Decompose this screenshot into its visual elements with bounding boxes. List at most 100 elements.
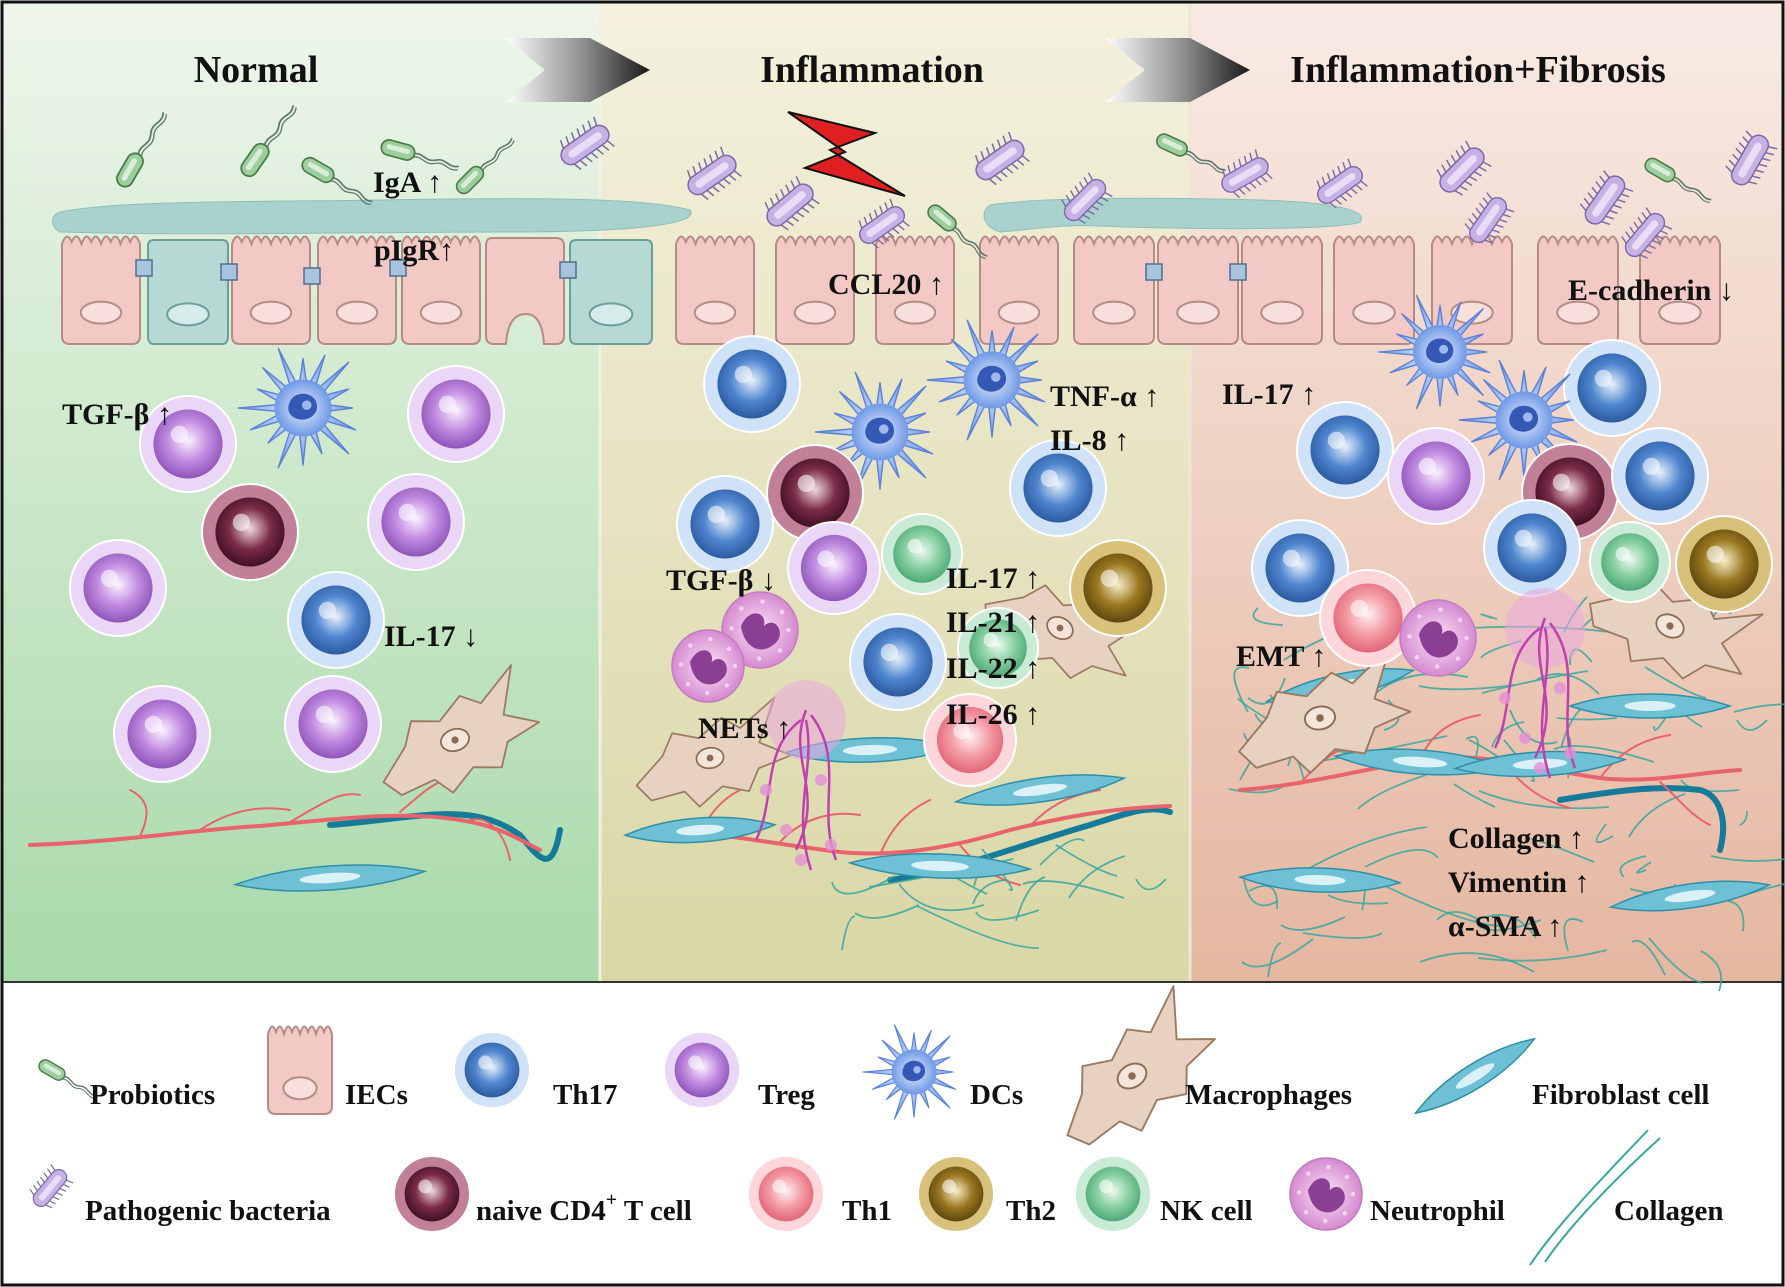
label-il17-up: IL-17 ↑ (946, 562, 1040, 595)
treg-cell (367, 473, 465, 571)
legend-label-nk: NK cell (1160, 1195, 1253, 1227)
epithelial-cell (775, 235, 855, 345)
legend-label-iecs: IECs (345, 1079, 408, 1111)
pathogenic-bacterium (858, 198, 910, 249)
dendritic-cell (814, 371, 934, 493)
label-tgf-down: TGF-β ↓ (666, 564, 776, 597)
legend-label-collagen: Collagen (1614, 1195, 1724, 1227)
epithelial-cell (401, 235, 481, 345)
epithelial-cell (1333, 235, 1415, 345)
legend-macrophage-icon (1066, 985, 1216, 1146)
legend-icons (29, 985, 1661, 1266)
label-vimentin: Vimentin ↑ (1448, 866, 1589, 899)
probiotic (116, 112, 168, 188)
epithelial-cell (61, 235, 141, 345)
tight-junction (303, 267, 321, 285)
epithelial-cell (1073, 235, 1155, 345)
probiotic (1644, 157, 1712, 203)
pathogenic-bacterium (974, 131, 1030, 186)
neutrophil-extracellular-trap (1493, 588, 1585, 779)
transition-arrows (505, 38, 1250, 102)
th17-cell (1009, 439, 1107, 537)
label-il8: IL-8 ↑ (1050, 424, 1129, 457)
neutrophil (721, 591, 799, 669)
treg-cell (139, 395, 237, 493)
label-ccl20: CCL20 ↑ (828, 268, 944, 301)
epithelial-cell (231, 235, 311, 345)
legend-th17-icon (453, 1031, 531, 1109)
arrow-inflammation-to-fibrosis-icon (1105, 38, 1250, 102)
legend-labels: Probiotics IECs Th17 Treg DCs Macrophage… (85, 1079, 1724, 1227)
macrophage (1238, 646, 1412, 774)
legend-fibroblast-icon (1413, 1037, 1537, 1115)
pathogenic-bacterium (1464, 192, 1515, 244)
label-tnfa: TNF-α ↑ (1050, 380, 1159, 413)
th2-cell (1069, 539, 1167, 637)
pathogenic-bacterium (764, 175, 820, 231)
tight-junction (559, 261, 577, 279)
tight-junction (135, 259, 153, 277)
legend-label-naive-sup: + (606, 1189, 617, 1211)
pathogenic-bacterium (559, 116, 615, 171)
th17-cell (676, 475, 774, 573)
dendritic-cell (926, 319, 1046, 441)
macrophage (382, 664, 540, 796)
goblet-cell (147, 239, 229, 345)
epithelial-cell (675, 235, 755, 345)
label-il17-fibrosis: IL-17 ↑ (1222, 378, 1316, 411)
probiotic (240, 105, 297, 178)
label-ecadherin: E-cadherin ↓ (1568, 274, 1734, 307)
goblet-cell (569, 239, 653, 345)
macrophage (1589, 580, 1764, 680)
epithelial-cell (875, 235, 955, 345)
epithelial-cell (1639, 235, 1721, 345)
legend-nk-icon (1074, 1155, 1152, 1233)
tight-junction (1229, 263, 1247, 281)
legend-dc-icon (862, 1024, 957, 1120)
fibroblast (1237, 867, 1403, 893)
treg-cell (407, 365, 505, 463)
tight-junction (220, 263, 238, 281)
treg-cell (69, 539, 167, 637)
neutrophil (671, 629, 745, 703)
mucus-layer-fibrosis (983, 197, 1362, 233)
annotation-labels: IgA ↑ pIgR↑ TGF-β ↑ IL-17 ↓ CCL20 ↑ TNF-… (62, 166, 1734, 943)
dendritic-cell (237, 347, 357, 469)
treg-cell (1387, 427, 1485, 525)
panel-title-fibrosis: Inflammation+Fibrosis (1290, 49, 1666, 91)
legend-label-treg: Treg (758, 1079, 815, 1111)
legend-label-th1: Th1 (842, 1195, 892, 1227)
legend-neutrophil-icon (1289, 1157, 1363, 1231)
legend-label-th17: Th17 (553, 1079, 617, 1111)
label-asma: α-SMA ↑ (1448, 910, 1562, 943)
fibroblast (1567, 693, 1733, 719)
th17-cell (703, 335, 801, 433)
label-il17-down: IL-17 ↓ (384, 620, 478, 653)
pathogenic-bacterium (1061, 172, 1113, 224)
label-il22: IL-22 ↑ (946, 652, 1040, 685)
legend-label-neutrophil: Neutrophil (1370, 1195, 1505, 1227)
neutrophil-extracellular-trap (754, 680, 846, 871)
legend-pathogenic-bacterium-icon (29, 1164, 74, 1209)
legend-label-fibroblast: Fibroblast cell (1532, 1079, 1709, 1111)
panel-titles: Normal Inflammation Inflammation+Fibrosi… (194, 49, 1666, 91)
legend-label-macrophages: Macrophages (1185, 1079, 1352, 1111)
th17-cell (1483, 499, 1581, 597)
label-tgf-up: TGF-β ↑ (62, 398, 172, 431)
th17-cell (287, 571, 385, 669)
fibroblast (953, 774, 1127, 806)
label-emt: EMT ↑ (1236, 640, 1326, 673)
secretory-cell (485, 237, 565, 345)
nk-cell (881, 513, 963, 595)
legend-th1-icon (747, 1155, 825, 1233)
label-il21: IL-21 ↑ (946, 606, 1040, 639)
th17-cell (1251, 519, 1349, 617)
legend-th2-icon (917, 1155, 995, 1233)
pathogenic-bacterium (1221, 149, 1273, 199)
naive-cell (201, 483, 299, 581)
legend-label-probiotics: Probiotics (90, 1079, 215, 1111)
pathogenic-bacterium (1621, 207, 1673, 259)
fibroblast (1608, 880, 1772, 912)
tight-junction (1145, 263, 1163, 281)
